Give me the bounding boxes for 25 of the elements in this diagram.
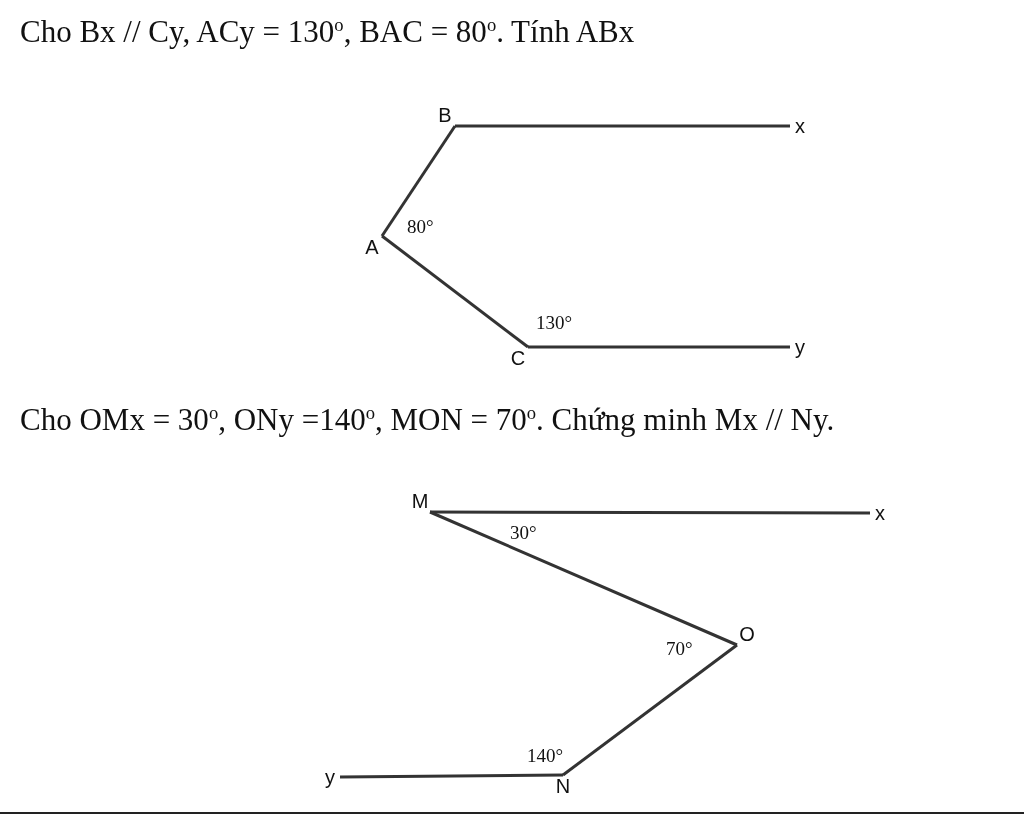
- point-label: x: [790, 115, 810, 137]
- point-label: M: [410, 490, 430, 512]
- angle-label: 70°: [666, 638, 693, 660]
- line-segment: [429, 510, 738, 647]
- problem-statement: Cho Bx // Cy, ACy = 130$^{o}$, BAC = 80$^{o}$. Tính ABx: [20, 14, 635, 51]
- point-label: B: [435, 104, 455, 126]
- angle-label: 80°: [407, 216, 434, 238]
- line-segment: [340, 773, 563, 779]
- point-label: C: [508, 347, 528, 369]
- point-label: N: [553, 775, 573, 797]
- line-segment: [528, 345, 790, 349]
- line-segment: [381, 234, 529, 349]
- angle-label: 30°: [510, 522, 537, 544]
- point-label: y: [790, 336, 810, 358]
- problem-statement: Cho OMx = 30$^{o}$, ONy =140$^{o}$, MON = 70$^{o}$. Chứng minh Mx // Ny.: [20, 402, 835, 439]
- point-label: y: [320, 766, 340, 788]
- angle-label: 130°: [536, 312, 573, 334]
- point-label: x: [870, 502, 890, 524]
- angle-label: 140°: [527, 745, 564, 767]
- line-segment: [455, 124, 790, 128]
- point-label: A: [362, 236, 382, 258]
- line-segment: [380, 125, 457, 237]
- line-segment: [562, 643, 738, 777]
- point-label: O: [737, 623, 757, 645]
- line-segment: [430, 510, 870, 515]
